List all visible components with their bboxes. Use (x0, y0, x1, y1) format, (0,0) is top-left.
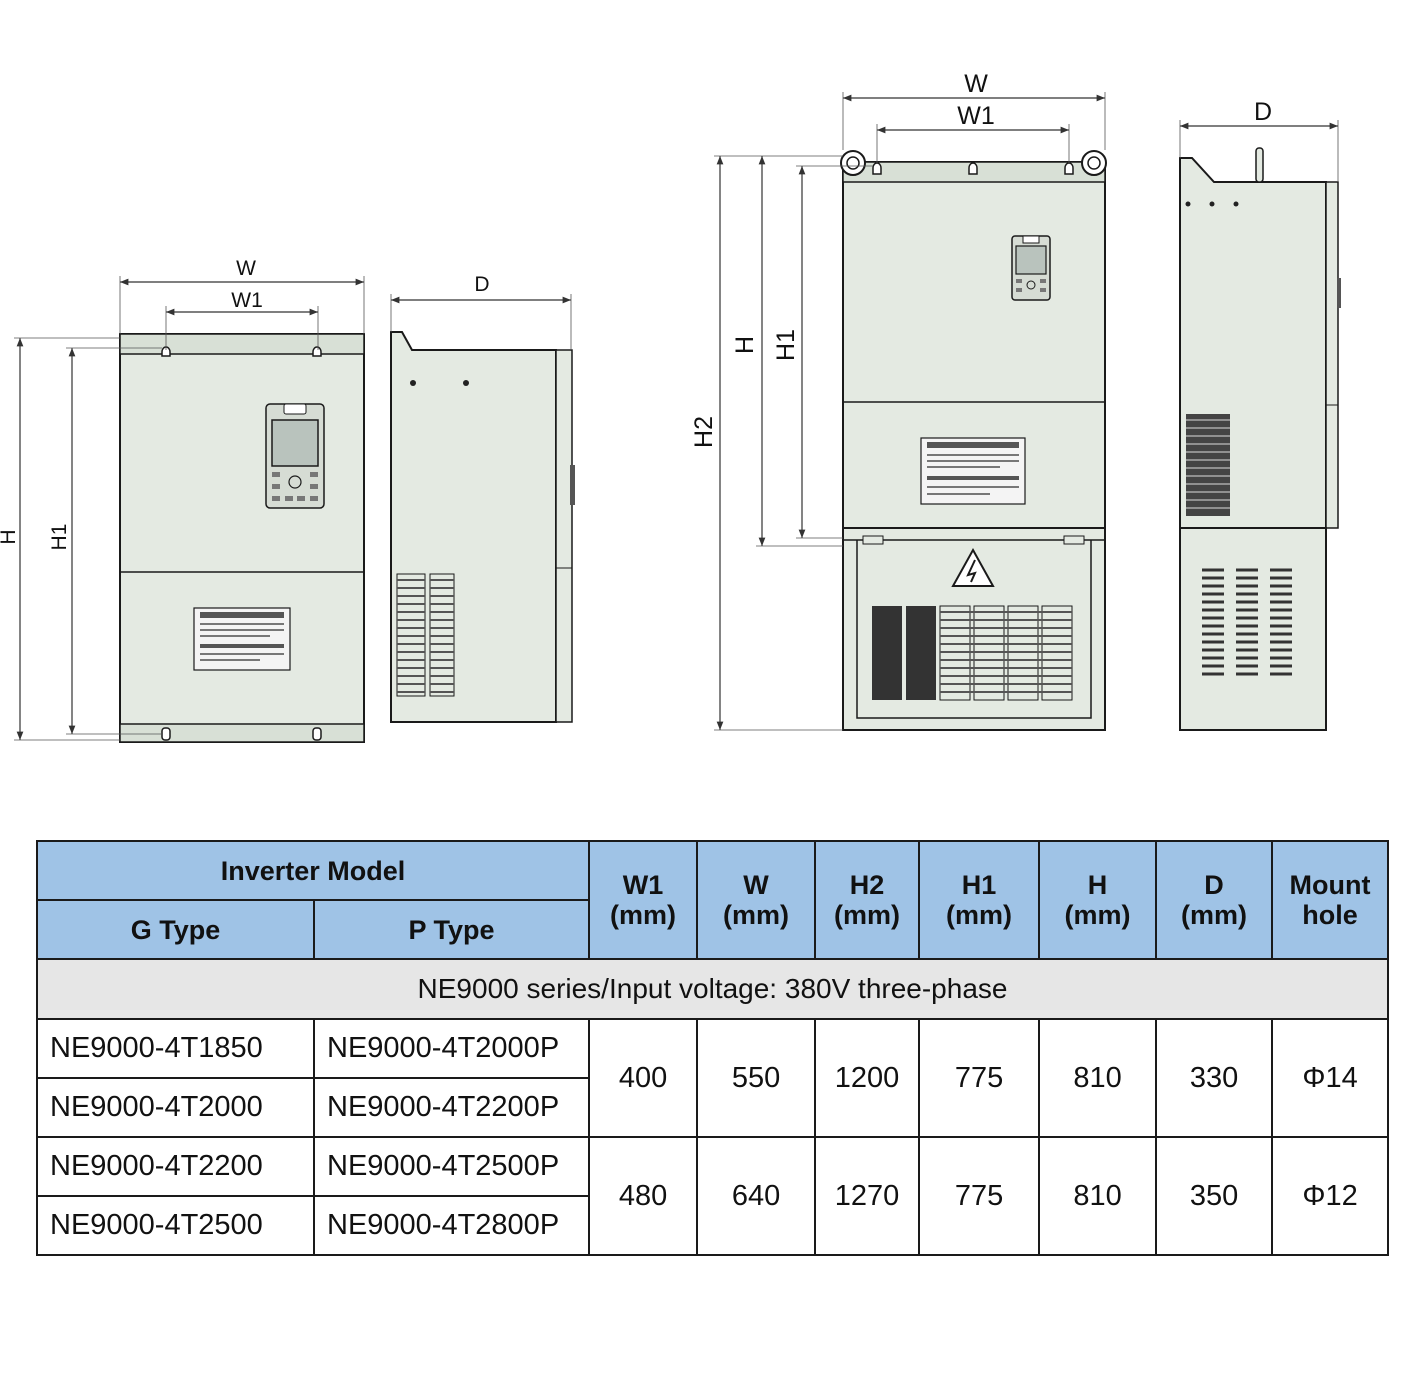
table-row: NE9000-4T2000 NE9000-4T2200P (36, 1077, 1388, 1138)
series-row: NE9000 series/Input voltage: 380V three-… (35, 958, 1390, 1020)
small-unit-side-view: D (390, 273, 575, 723)
small-w1-label: W1 (231, 289, 263, 312)
g-model-cell: NE9000-4T1850 (36, 1018, 315, 1079)
col-header-w: W(mm) (696, 840, 817, 960)
large-h2-label: H2 (690, 416, 718, 448)
large-w1-label: W1 (957, 102, 995, 130)
table-row: NE9000-4T2500 NE9000-4T2800P (36, 1195, 1388, 1256)
h2-cell: 1200 (814, 1018, 921, 1138)
large-h-label: H (731, 336, 759, 354)
large-unit-side-view: D (1179, 98, 1341, 731)
large-h1-label: H1 (772, 329, 800, 361)
col-header-h2: H2(mm) (814, 840, 921, 960)
col-header-w1: W1(mm) (588, 840, 699, 960)
h2-cell: 1270 (814, 1136, 921, 1256)
inverter-model-header: Inverter Model (35, 840, 591, 901)
small-h-label: H (0, 529, 20, 544)
warning-label-icon (193, 607, 291, 671)
terminal-grille-icon (872, 605, 1073, 701)
small-h1-label: H1 (48, 524, 71, 551)
g-model-cell: NE9000-4T2000 (36, 1077, 315, 1138)
h1-cell: 775 (918, 1136, 1041, 1256)
w-cell: 550 (696, 1018, 817, 1138)
keypad-icon (265, 403, 325, 509)
col-header-h1: H1(mm) (918, 840, 1041, 960)
mount-hole-cell: Φ12 (1271, 1136, 1390, 1256)
p-model-cell: NE9000-4T2200P (312, 1077, 591, 1138)
w-cell: 640 (696, 1136, 817, 1256)
col-header-h: H(mm) (1038, 840, 1158, 960)
g-model-cell: NE9000-4T2200 (36, 1136, 315, 1197)
h-cell: 810 (1038, 1018, 1158, 1138)
p-model-cell: NE9000-4T2800P (312, 1195, 591, 1256)
w1-cell: 400 (588, 1018, 699, 1138)
large-warning-label-icon (920, 437, 1026, 505)
w1-cell: 480 (588, 1136, 699, 1256)
small-d-label: D (474, 273, 489, 296)
d-cell: 330 (1155, 1018, 1274, 1138)
large-w-label: W (964, 70, 988, 98)
p-model-cell: NE9000-4T2000P (312, 1018, 591, 1079)
table-row: NE9000-4T1850 NE9000-4T2000P 400 550 120… (36, 1018, 1390, 1138)
large-side-vent-icon (1186, 414, 1230, 516)
side-vent-icon (396, 573, 455, 697)
hazard-icon (951, 547, 995, 587)
g-type-header: G Type (36, 899, 315, 960)
col-header-d: D(mm) (1155, 840, 1274, 960)
large-side-bottom-vent-icon (1202, 568, 1292, 676)
p-type-header: P Type (312, 899, 591, 960)
small-unit-front-view: W W1 H H1 (0, 257, 365, 743)
g-model-cell: NE9000-4T2500 (36, 1195, 315, 1256)
series-label: NE9000 series/Input voltage: 380V three-… (35, 958, 1390, 1020)
large-d-label: D (1254, 98, 1272, 126)
spec-table: Inverter Model W1(mm) W(mm) H2(mm) H1(mm… (35, 840, 1390, 1256)
table-row: NE9000-4T2200 NE9000-4T2500P 480 640 127… (36, 1136, 1390, 1256)
p-model-cell: NE9000-4T2500P (312, 1136, 591, 1197)
large-unit-front-view: W W1 H2 H H1 (690, 70, 1107, 731)
mount-hole-cell: Φ14 (1271, 1018, 1390, 1138)
header-row-2: G Type P Type (36, 899, 1388, 960)
small-w-label: W (236, 257, 256, 280)
d-cell: 350 (1155, 1136, 1274, 1256)
h1-cell: 775 (918, 1018, 1041, 1138)
header-row-1: Inverter Model W1(mm) W(mm) H2(mm) H1(mm… (35, 840, 1390, 960)
dimension-drawings: W W1 H H1 D (0, 70, 1341, 743)
large-keypad-icon (1011, 235, 1051, 301)
h-cell: 810 (1038, 1136, 1158, 1256)
